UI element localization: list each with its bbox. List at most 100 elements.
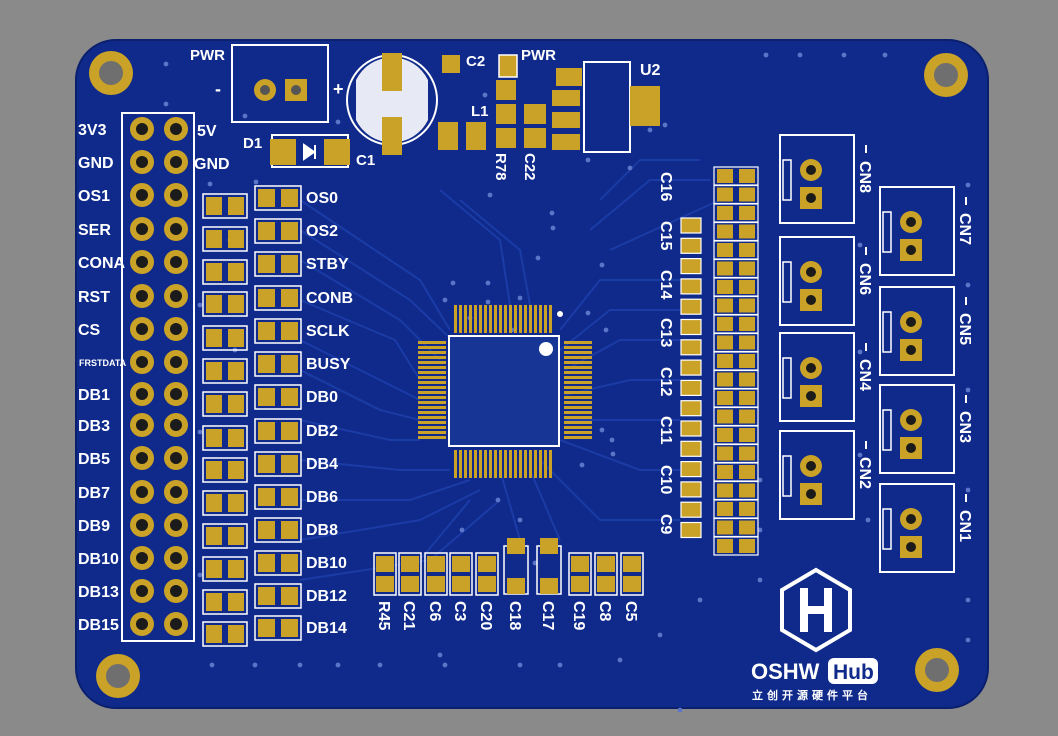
resistor-pad [739,520,755,535]
capacitor-pad [623,556,641,572]
connector-latch [782,455,792,497]
signal-pads [254,185,302,641]
resistor-pad [228,295,244,313]
signal-label: DB6 [306,489,338,506]
signal-label: DB2 [306,423,338,440]
resistor-pad [739,465,755,479]
capacitor-pad [427,576,445,592]
resistor-pad [717,465,733,479]
c22-pad [524,104,546,124]
oshwhub-logo: OSHW Hub 立创开源硬件平台 [751,567,878,702]
capacitor-pad [507,538,525,554]
ic-pin [484,305,487,333]
capacitor-pad [597,556,615,572]
capacitor-pad [452,556,470,572]
cap-label: C12 [657,367,674,396]
plus-label: + [333,79,344,99]
signal-pad [258,455,275,473]
signal-pad [258,255,275,273]
signal-outline [254,351,302,377]
signal-label: DB0 [306,389,338,406]
signal-pad [281,355,298,373]
signal-pad [281,619,298,637]
signal-label: DB4 [306,456,338,473]
resistor-pad [739,409,755,424]
ic-pin [494,450,497,478]
ic-pin [514,305,517,333]
c2-body [498,54,518,78]
capacitor-pad [680,318,702,336]
signal-pad [258,554,275,572]
capacitor-pad [680,258,702,275]
resistor-pad [717,206,733,220]
header-left-label: DB9 [78,518,110,535]
bottom-cap-label: C6 [426,601,443,622]
resistor-outline [202,358,248,384]
resistor-pad [739,539,755,553]
u2-pad [552,112,580,128]
c1-pad [382,117,402,155]
bottom-caps [373,538,644,596]
resistor-pad [717,187,733,202]
bottom-cap-label: C19 [570,601,587,630]
signal-outline [254,583,302,609]
cap-label: C11 [657,416,674,445]
u2-pad [552,134,580,150]
header-left-label: GND [78,155,114,172]
signal-pad [258,222,275,240]
u2-label: U2 [640,62,661,79]
header-left-label: DB3 [78,418,110,435]
ic-pin [564,381,592,384]
header-left-label: DB5 [78,451,110,468]
connector-label: CN5 [956,313,973,345]
ic-pin [564,426,592,429]
capacitor-pad [680,278,702,295]
signal-pad [281,521,298,539]
ic-pin [474,305,477,333]
signal-pad [258,422,275,440]
ic-pin [418,431,446,434]
signal-label: DB12 [306,588,347,605]
ic-pin [564,391,592,394]
resistor-pad [228,527,244,545]
signal-pad [281,422,298,440]
ic-pin [418,391,446,394]
ic-pin [479,305,482,333]
capacitor-outline [568,552,592,596]
ic-pin [474,450,477,478]
capacitor-pad [540,578,558,594]
signal-label: SCLK [306,323,350,340]
resistor-pad [717,317,733,331]
resistor-pad [206,362,222,380]
capacitor-pad [376,576,394,592]
resistor-pad [206,494,222,512]
resistor-outline [202,490,248,516]
connector-label: CN7 [956,213,973,245]
u2-tab [630,86,660,126]
signal-pad [258,619,275,637]
resistor-pad [739,354,755,368]
c1-pad [382,53,402,91]
cap-label: C9 [657,514,674,535]
signal-pad [258,322,275,340]
d1-label: D1 [243,135,262,152]
resistor-pad [228,429,244,447]
connector-latch [882,409,892,451]
connector-latch [882,211,892,253]
ic-pin [418,366,446,369]
header-left-label: CONA [78,255,126,272]
resistor-pad [228,362,244,380]
ic-pin [564,396,592,399]
c2-label: C2 [466,53,485,70]
cap-label: C14 [657,270,674,299]
ic-pin [509,305,512,333]
signal-pad [258,355,275,373]
pwr-connector [231,44,329,123]
ic-pin [499,450,502,478]
signal-label: OS0 [306,190,338,207]
connector-label: CN2 [856,457,873,489]
resistor-pad [717,372,733,387]
resistor-pad [739,446,755,461]
capacitor-outline [449,552,473,596]
